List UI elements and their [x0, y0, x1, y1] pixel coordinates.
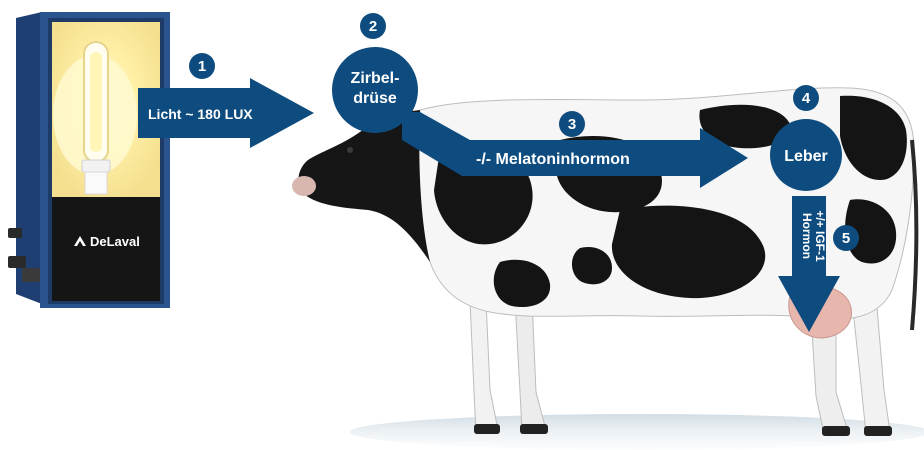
- pineal-gland-label-line1: Zirbel-: [351, 70, 400, 87]
- cabinet-dark-panel: [52, 197, 160, 301]
- step-5-number: 5: [842, 230, 850, 247]
- step-1-number: 1: [198, 58, 206, 75]
- cow-front-leg: [470, 300, 498, 432]
- light-arrow-label: Licht ~ 180 LUX: [148, 106, 253, 122]
- igf1-label-line1: +/+ IGF-1: [813, 210, 827, 262]
- liver-label: Leber: [784, 148, 828, 165]
- cow-front-leg: [515, 300, 546, 432]
- lamp-icon: [82, 42, 110, 194]
- cow-hoof: [520, 424, 548, 434]
- cow-hoof: [822, 426, 850, 436]
- igf1-label-line2: Hormon: [800, 213, 814, 259]
- cabinet-fitting: [22, 268, 40, 282]
- step-3-number: 3: [568, 116, 576, 133]
- melatonin-arrow-label: -/- Melatoninhormon: [476, 151, 630, 168]
- cow-hoof: [474, 424, 500, 434]
- cow-tail: [912, 140, 917, 330]
- lamp-cabinet: DeLaval: [8, 12, 170, 308]
- cow-muzzle: [292, 176, 316, 196]
- pineal-gland-label-line2: drüse: [353, 90, 397, 107]
- brand-label: DeLaval: [90, 234, 140, 249]
- step-2-number: 2: [369, 18, 377, 35]
- cow-hoof: [864, 426, 892, 436]
- cow-eye: [347, 147, 353, 153]
- step-4-number: 4: [802, 90, 811, 107]
- cabinet-fitting: [8, 256, 26, 268]
- cabinet-fitting: [8, 228, 22, 238]
